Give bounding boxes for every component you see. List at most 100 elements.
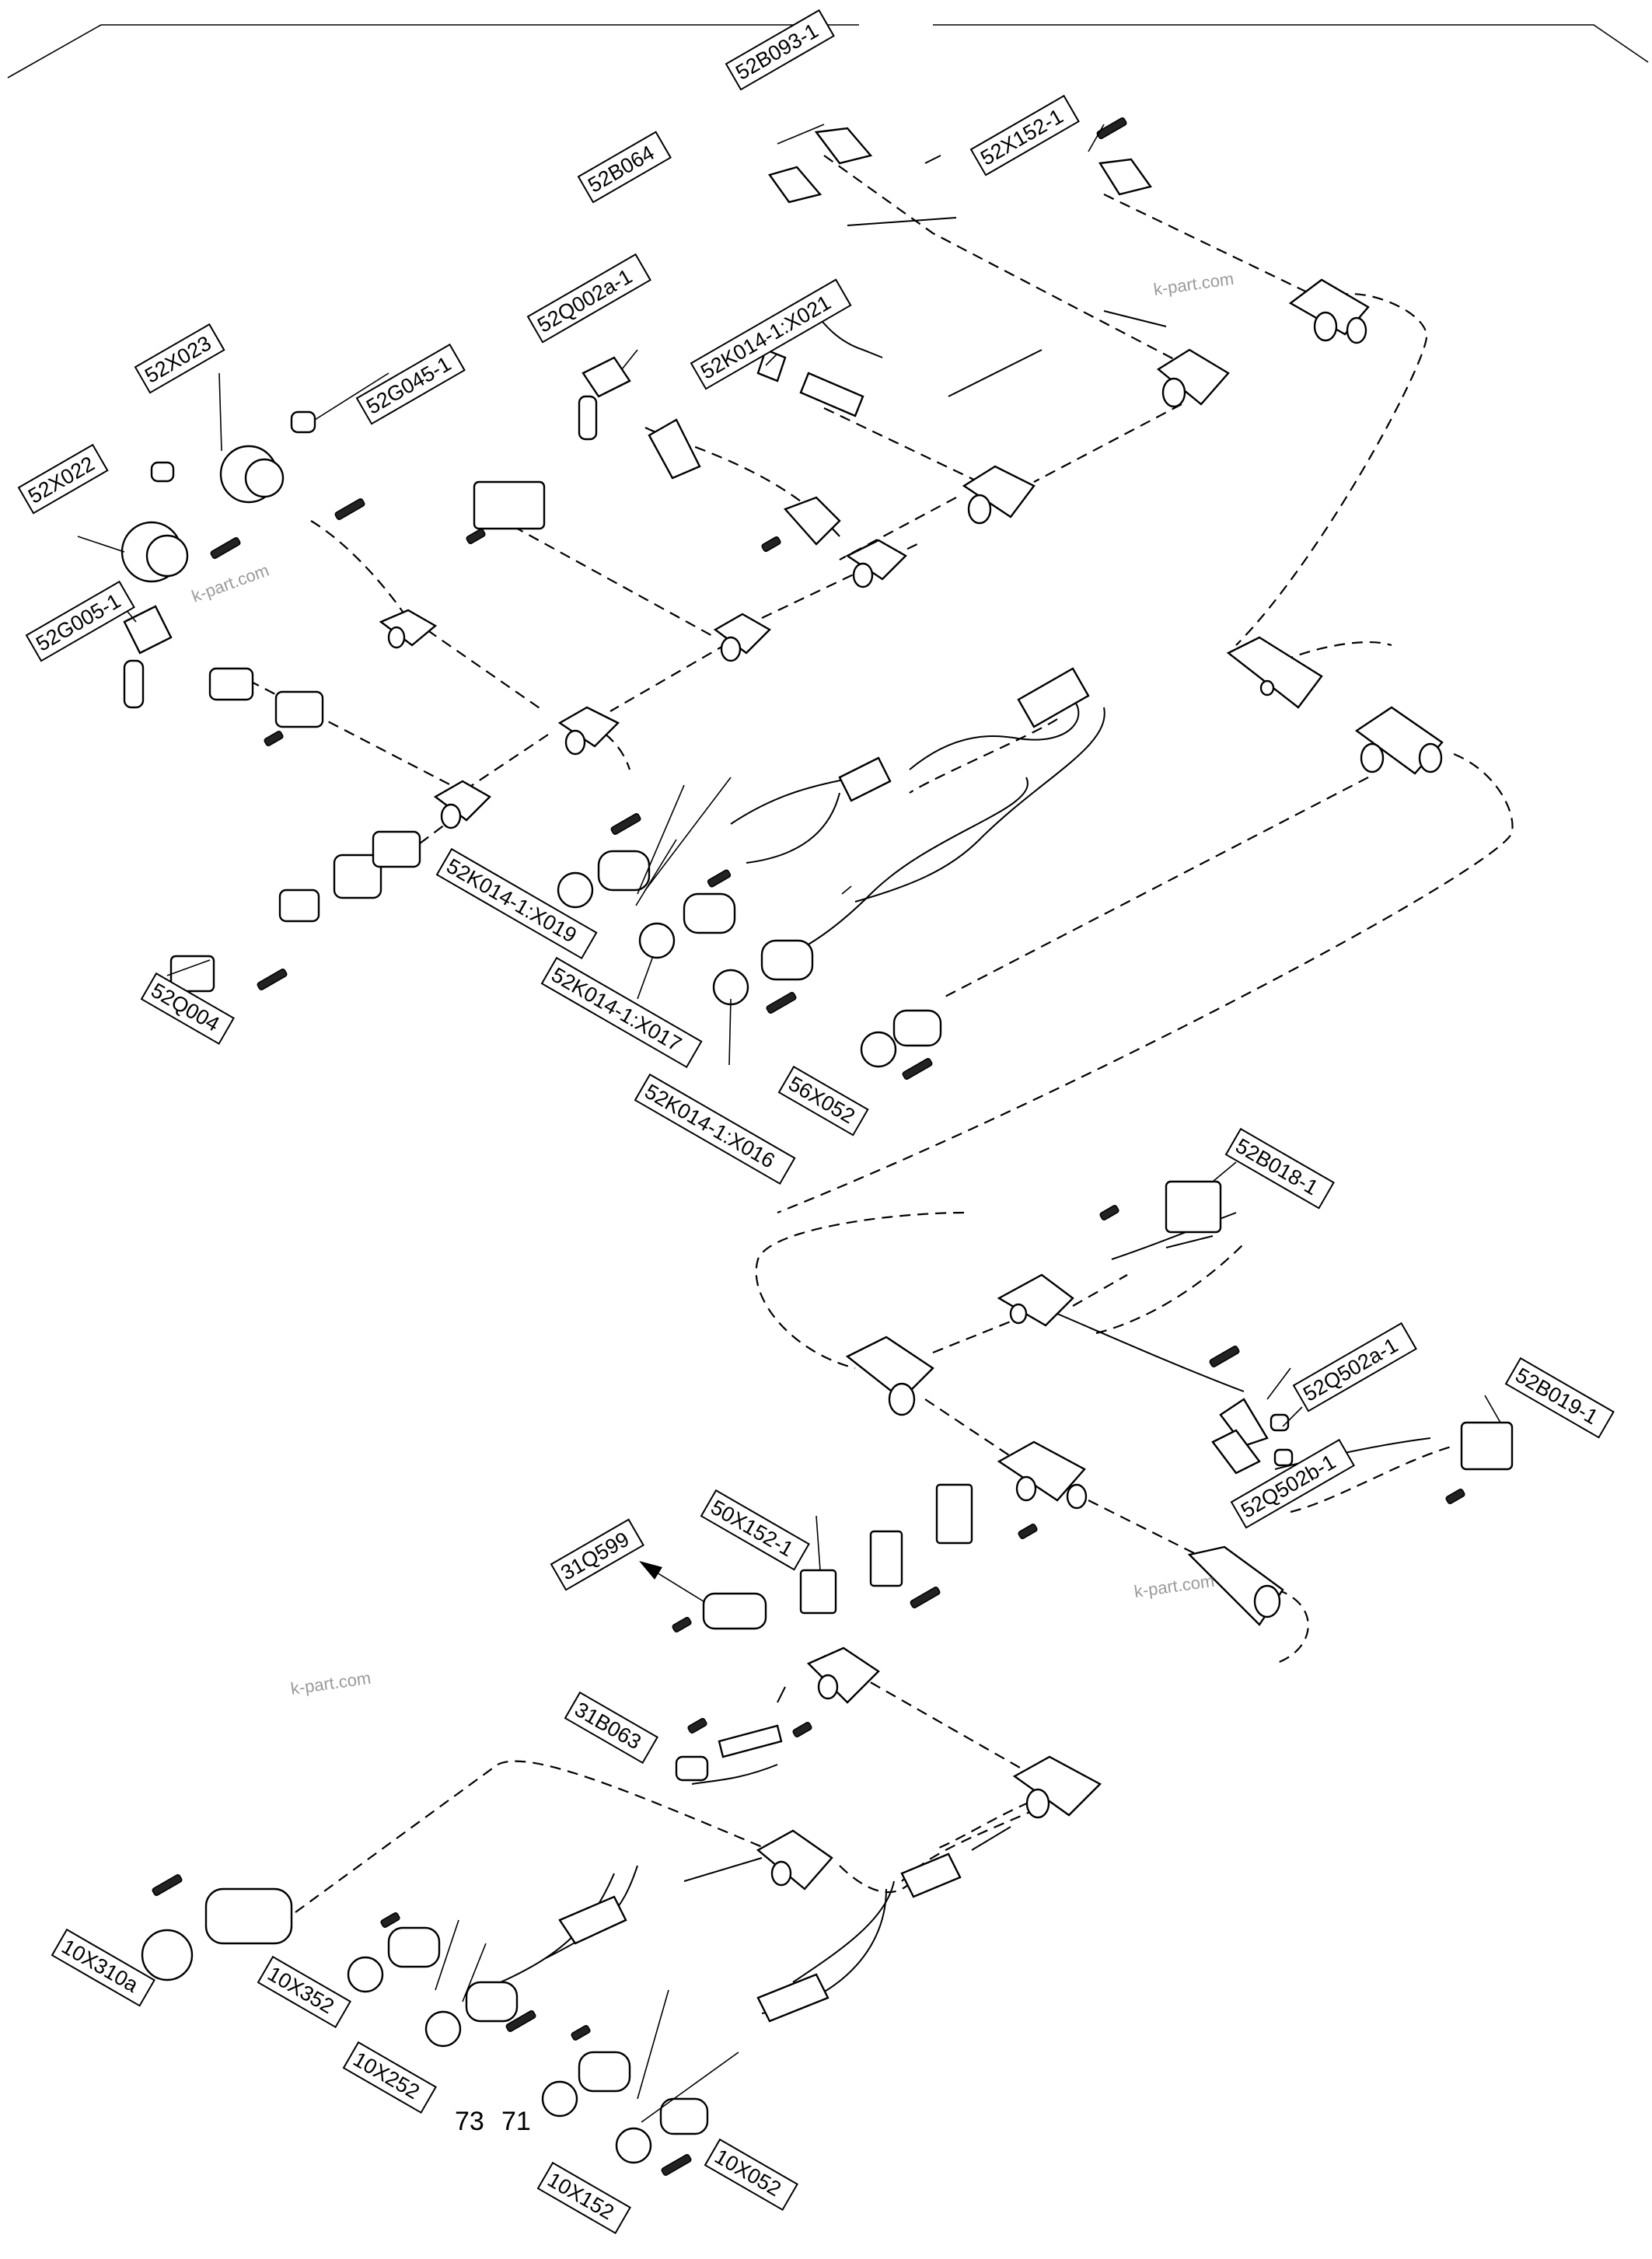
52x022-relay-block bbox=[473, 480, 546, 530]
watermark-text: k-part.com bbox=[289, 1668, 372, 1699]
52x152-connector bbox=[1098, 158, 1153, 196]
t-junction-12 bbox=[997, 1273, 1074, 1327]
label-text: 52X152-1 bbox=[976, 104, 1067, 170]
callout-number-left: 73 bbox=[455, 2107, 484, 2136]
label-31B063: 31B063 bbox=[564, 1691, 658, 1765]
t-junction-13 bbox=[845, 1335, 934, 1416]
label-52X022: 52X022 bbox=[17, 443, 109, 515]
label-52B019-1: 52B019-1 bbox=[1504, 1356, 1615, 1439]
52x022-connector bbox=[120, 521, 189, 583]
x019-plug bbox=[557, 850, 651, 909]
label-text: 52K014-1:X016 bbox=[641, 1080, 779, 1173]
label-text: 52K014-1:X017 bbox=[547, 963, 686, 1056]
52q004-plug bbox=[169, 830, 421, 993]
label-52B093-1: 52B093-1 bbox=[725, 9, 835, 91]
label-10X352: 10X352 bbox=[257, 1955, 351, 2029]
terminal-pins bbox=[152, 117, 1465, 2176]
t-junction-4 bbox=[845, 539, 907, 588]
10x310a-plug bbox=[141, 1887, 293, 1981]
leader-lines bbox=[77, 124, 1501, 2123]
t-junction-1 bbox=[1288, 278, 1370, 344]
t-junction-8 bbox=[379, 609, 438, 649]
inline-connector-3 bbox=[900, 1852, 962, 1898]
inline-connector-4 bbox=[558, 1895, 627, 1945]
page-frame bbox=[7, 24, 1649, 79]
52g005-connector bbox=[123, 605, 173, 709]
label-52G005-1: 52G005-1 bbox=[25, 580, 135, 662]
label-10X152: 10X152 bbox=[536, 2161, 631, 2235]
52g045-grommet bbox=[290, 410, 316, 434]
t-junction-11 bbox=[1354, 706, 1444, 775]
t-junction-10 bbox=[1226, 636, 1323, 709]
t-junction-17 bbox=[1012, 1755, 1102, 1819]
52x022-grommet bbox=[150, 461, 175, 483]
inline-connector-5 bbox=[756, 1973, 829, 2023]
t-junction-14 bbox=[997, 1440, 1088, 1510]
t-junction-5 bbox=[713, 613, 771, 662]
t-junction-6 bbox=[557, 706, 620, 756]
t-junction-7 bbox=[433, 780, 491, 829]
watermark-text: k-part.com bbox=[1133, 1571, 1215, 1601]
10x152-plug bbox=[541, 2051, 631, 2118]
t-junction-2 bbox=[1156, 348, 1230, 408]
parts bbox=[120, 117, 1514, 2176]
x017-plug bbox=[638, 892, 736, 959]
52k014-x021-connector bbox=[756, 348, 864, 417]
52b019-connector bbox=[1460, 1421, 1514, 1471]
label-text: 52G045-1 bbox=[362, 352, 455, 419]
52b018-connector bbox=[1165, 1180, 1222, 1234]
label-52X152-1: 52X152-1 bbox=[969, 94, 1080, 176]
callout-number-right: 71 bbox=[501, 2107, 531, 2136]
52q502a-connector bbox=[1219, 1398, 1290, 1447]
50x152-connector-1 bbox=[799, 1569, 837, 1615]
label-52Q502a-1: 52Q502a-1 bbox=[1292, 1322, 1417, 1412]
t-junction-9 bbox=[783, 496, 841, 546]
label-text: 52Q502a-1 bbox=[1299, 1333, 1402, 1406]
10x052-plug bbox=[615, 2097, 709, 2164]
label-52X023: 52X023 bbox=[134, 323, 225, 394]
t-junction-3 bbox=[962, 465, 1036, 525]
50x152-connector-3 bbox=[935, 1483, 973, 1545]
label-text: 52B093-1 bbox=[732, 19, 822, 85]
52q002a-relay bbox=[648, 418, 701, 480]
52q002a-connector bbox=[578, 356, 631, 441]
label-text: 52K014-1:X019 bbox=[442, 854, 581, 948]
31b063-sensor bbox=[675, 1724, 783, 1782]
label-text: 52Q002a-1 bbox=[533, 264, 636, 337]
50x152-connector-2 bbox=[869, 1530, 903, 1587]
label-52B018-1: 52B018-1 bbox=[1224, 1127, 1335, 1210]
label-10X310a: 10X310a bbox=[51, 1928, 155, 2007]
inline-connector-1 bbox=[1017, 667, 1090, 728]
x016-plug bbox=[712, 939, 814, 1006]
52b093-connector bbox=[768, 127, 873, 204]
label-text: 52G005-1 bbox=[32, 589, 124, 656]
52x023-connector bbox=[219, 445, 285, 504]
watermark-text: k-part.com bbox=[189, 560, 271, 606]
label-52K014-1-X016: 52K014-1:X016 bbox=[634, 1073, 796, 1185]
t-junction-18 bbox=[756, 1829, 833, 1891]
label-10X052: 10X052 bbox=[704, 2138, 798, 2212]
52q502b-connector bbox=[1211, 1429, 1294, 1475]
label-52G045-1: 52G045-1 bbox=[355, 343, 466, 425]
direction-arrow bbox=[639, 1561, 704, 1602]
label-text: 52B019-1 bbox=[1511, 1363, 1601, 1430]
label-56X052: 56X052 bbox=[777, 1065, 869, 1136]
label-52B064: 52B064 bbox=[577, 131, 672, 204]
label-52K014-1-X017: 52K014-1:X017 bbox=[540, 956, 703, 1069]
label-52Q002a-1: 52Q002a-1 bbox=[526, 253, 651, 344]
t-junction-15 bbox=[1187, 1545, 1284, 1626]
52g005-sleeve bbox=[208, 667, 324, 728]
watermark-text: k-part.com bbox=[1152, 269, 1235, 299]
10x252-plug bbox=[424, 1981, 519, 2048]
label-text: 52B018-1 bbox=[1231, 1134, 1322, 1200]
56x052-plug bbox=[860, 1009, 942, 1068]
inline-connector-2 bbox=[838, 756, 892, 802]
t-junction-16 bbox=[806, 1646, 880, 1704]
31q599-plug bbox=[702, 1592, 767, 1630]
10x352-plug bbox=[347, 1926, 441, 1993]
label-31Q599: 31Q599 bbox=[550, 1518, 644, 1591]
label-10X252: 10X252 bbox=[342, 2041, 437, 2114]
label-text: 50X152-1 bbox=[707, 1496, 797, 1562]
label-50X152-1: 50X152-1 bbox=[700, 1489, 810, 1571]
